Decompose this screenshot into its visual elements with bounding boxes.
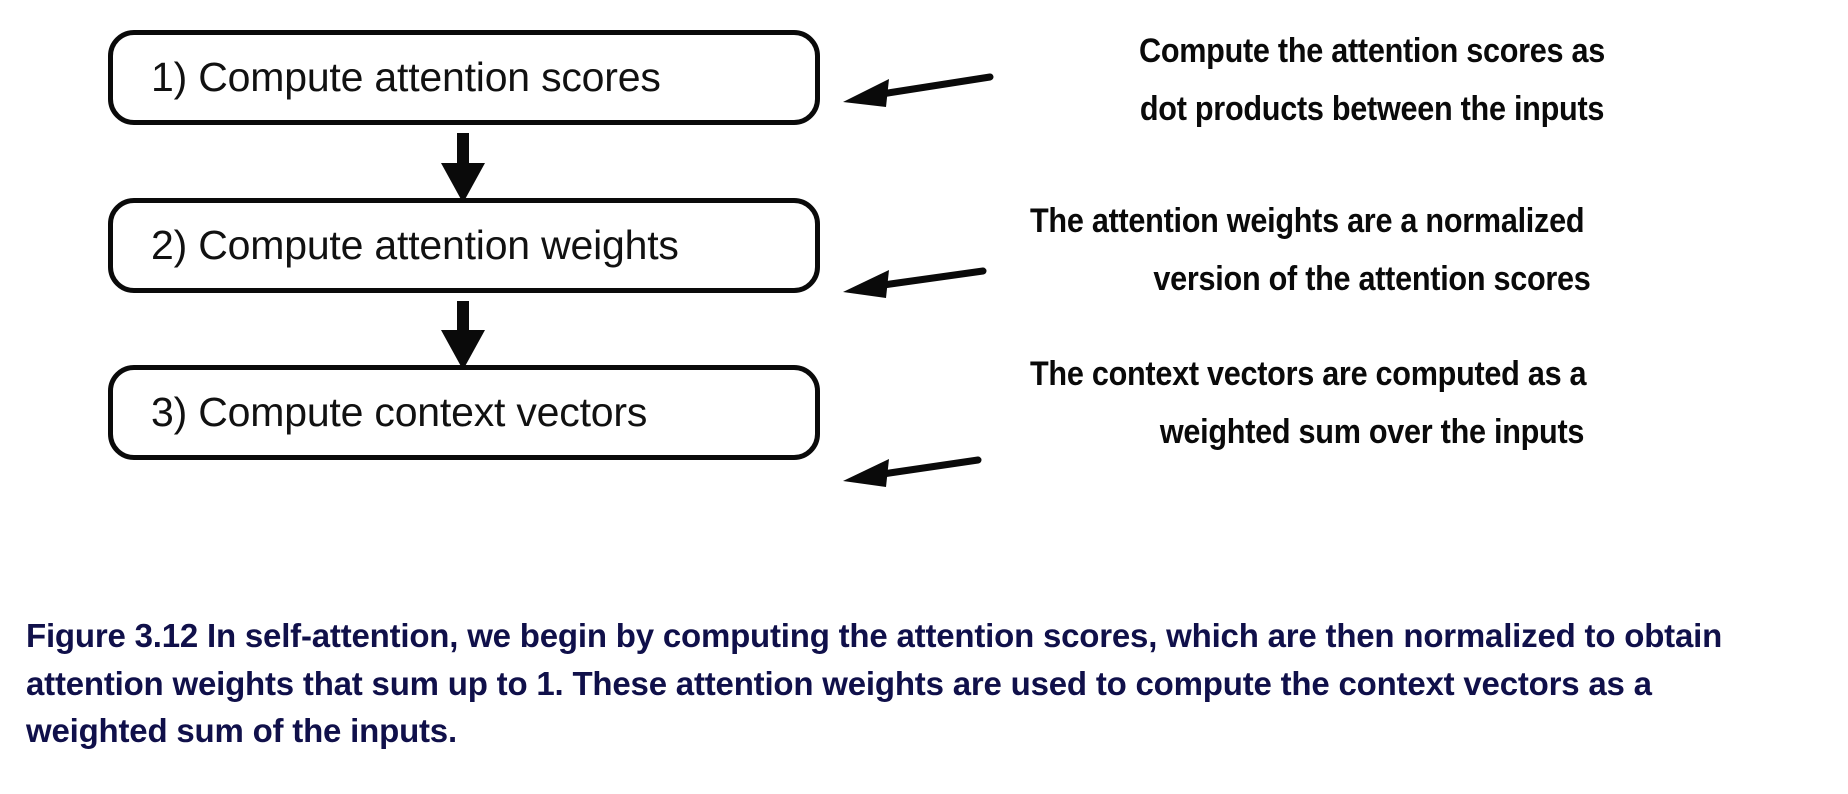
annotation-context-vectors: The context vectors are computed as a we… [1030, 345, 1714, 462]
down-arrow-icon [441, 301, 485, 370]
caption-line: weighted sum of the inputs. [26, 712, 457, 750]
left-pointing-arrow-icon [843, 73, 994, 107]
step-box-compute-attention-weights[interactable]: 2) Compute attention weights [108, 198, 820, 293]
annotation-line: dot products between the inputs [1139, 90, 1605, 129]
caption-line: Figure 3.12 In self-attention, we begin … [26, 617, 1723, 654]
flow-diagram: 1) Compute attention scores 2) Compute a… [108, 22, 1714, 487]
step-box-compute-attention-scores[interactable]: 1) Compute attention scores [108, 30, 820, 125]
left-pointing-arrow-icon [843, 267, 987, 298]
caption-line: attention weights that sum up to 1. Thes… [26, 664, 1652, 702]
step-box-compute-context-vectors[interactable]: 3) Compute context vectors [108, 365, 820, 460]
step-label: 1) Compute attention scores [151, 54, 661, 100]
annotation-line: The context vectors are computed as a [1030, 355, 1587, 393]
step-label: 2) Compute attention weights [151, 222, 679, 268]
annotation-line: The attention weights are a normalized [1030, 202, 1585, 240]
left-pointing-arrow-icon [843, 456, 982, 487]
annotation-line: weighted sum over the inputs [1159, 413, 1585, 452]
figure-caption: Figure 3.12 In self-attention, we begin … [26, 612, 1826, 755]
down-arrow-icon [441, 133, 485, 203]
annotation-line: Compute the attention scores as [1138, 32, 1606, 70]
annotation-attention-weights: The attention weights are a normalized v… [1030, 192, 1714, 309]
step-label: 3) Compute context vectors [151, 389, 648, 435]
annotation-line: version of the attention scores [1153, 260, 1591, 299]
annotation-attention-scores: Compute the attention scores as dot prod… [1030, 22, 1714, 139]
